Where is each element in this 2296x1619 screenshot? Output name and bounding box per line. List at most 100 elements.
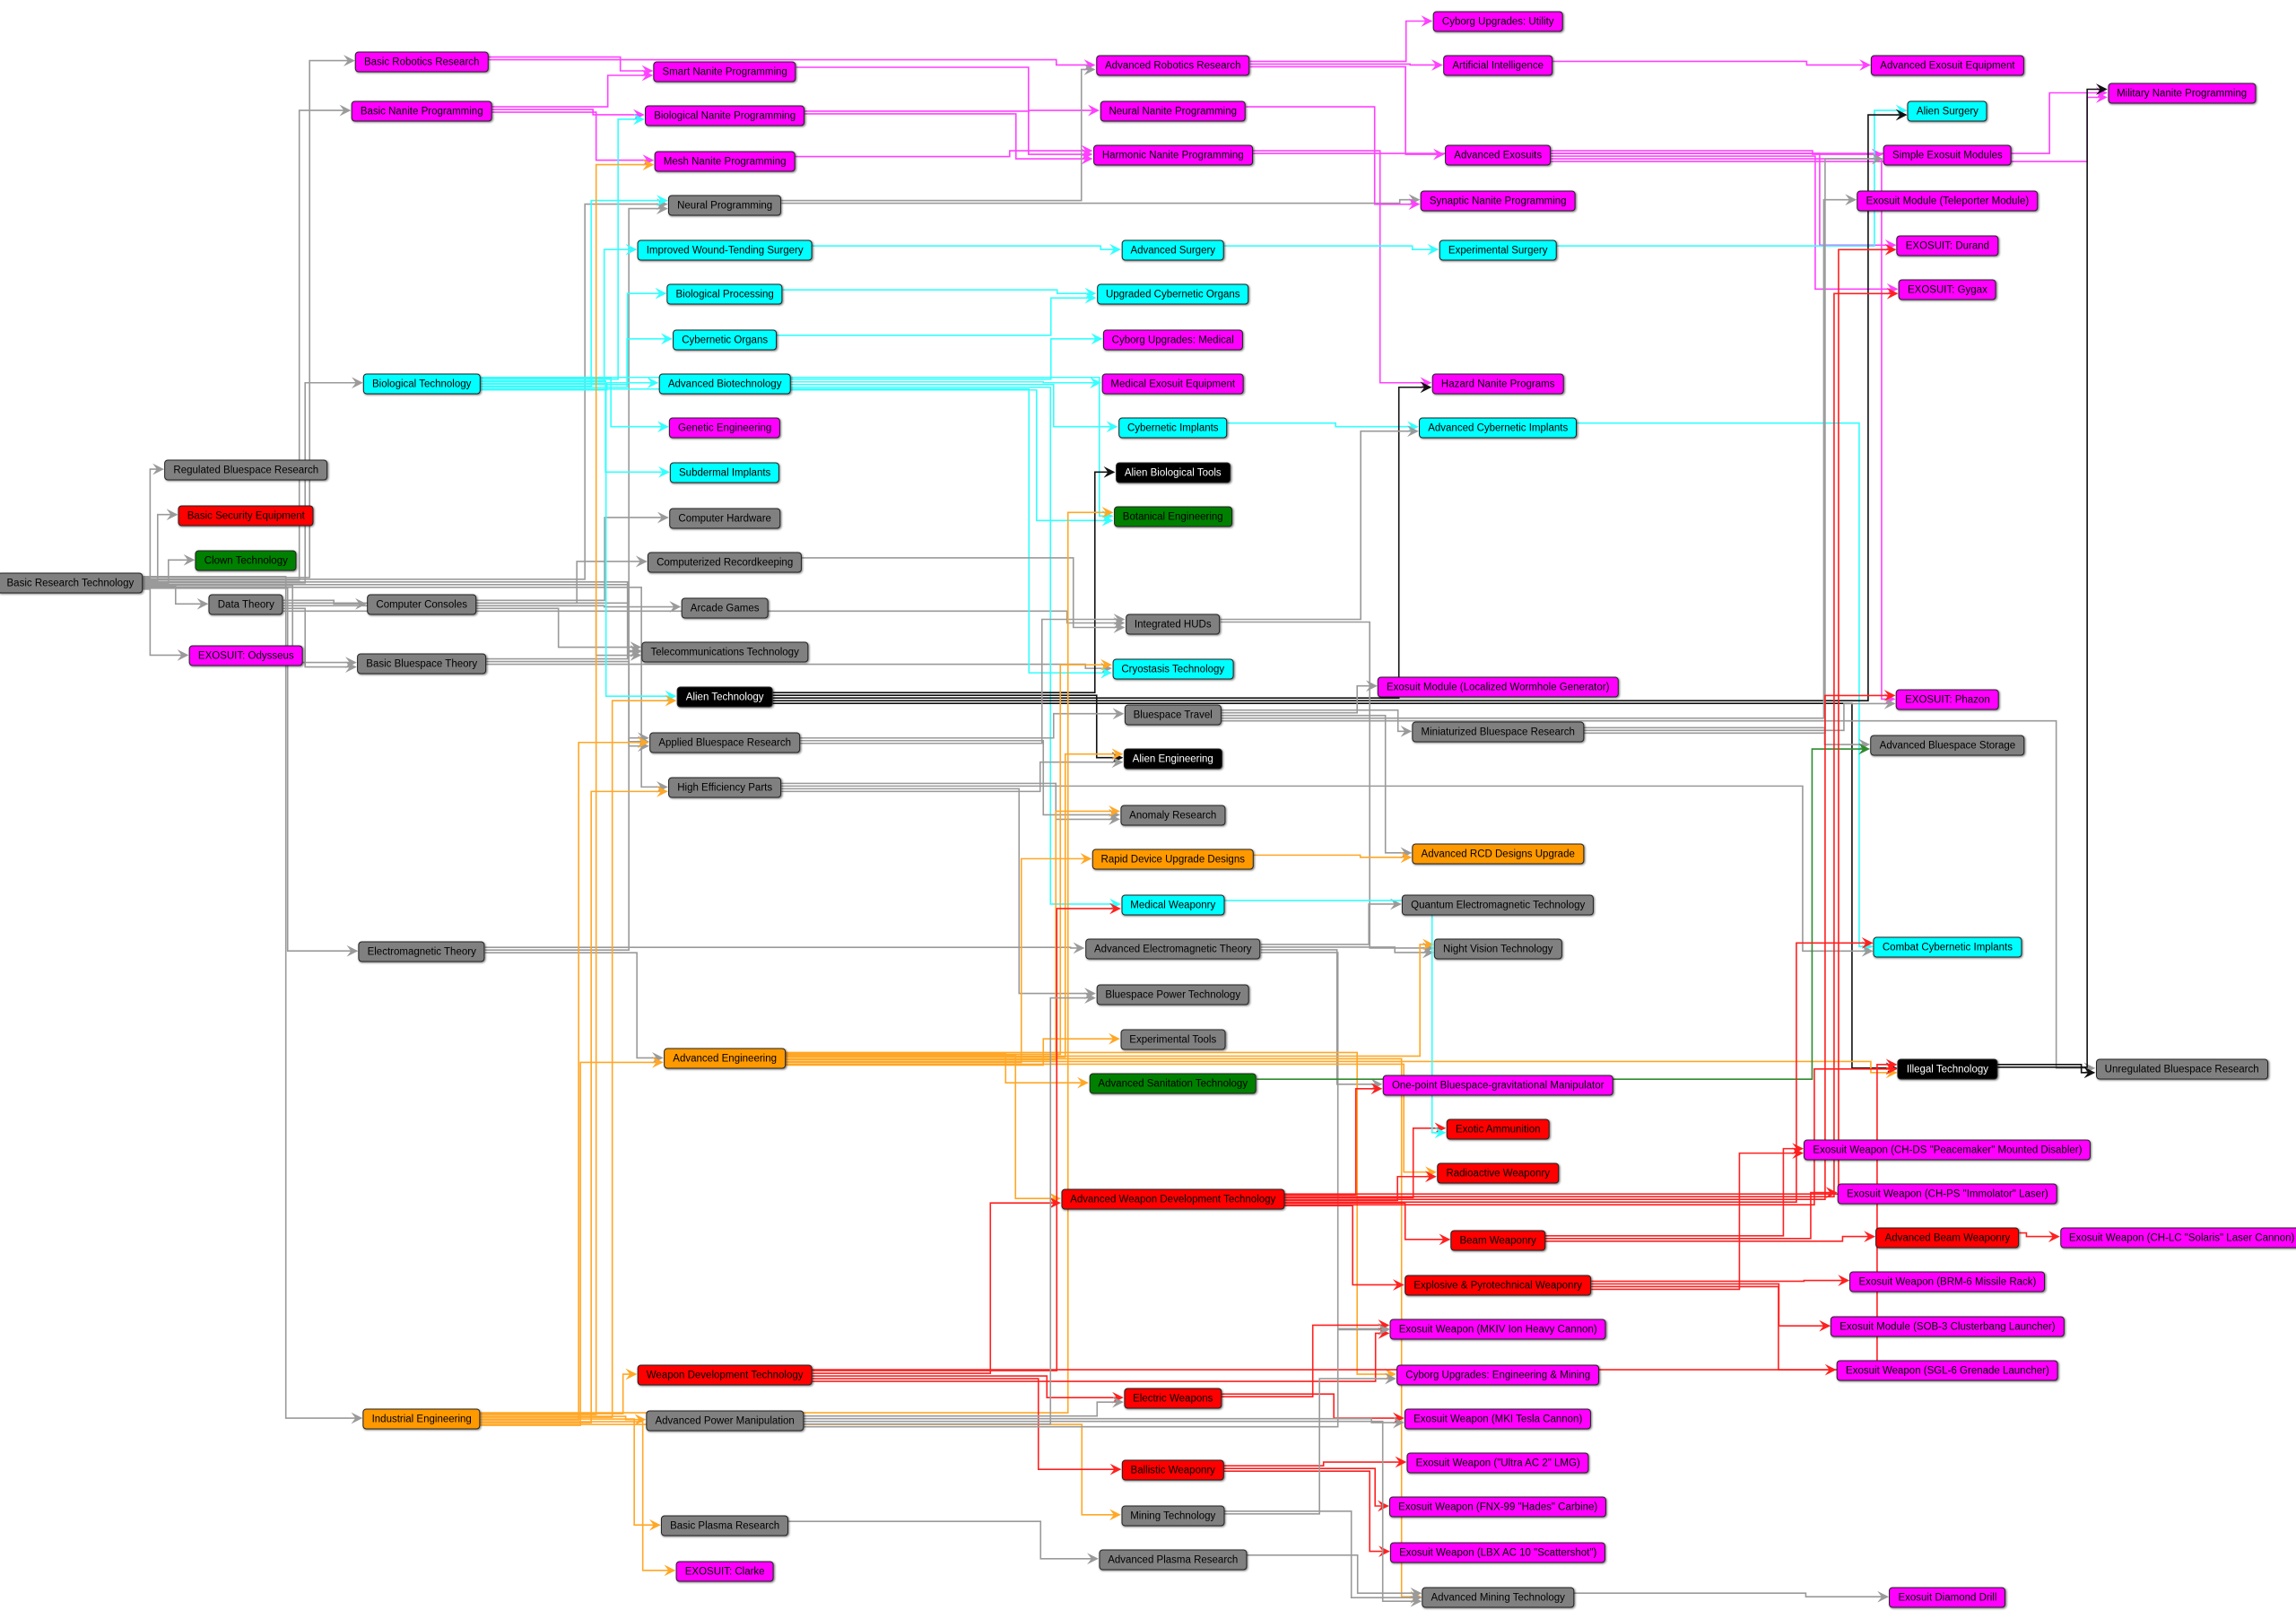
tech-node-radw[interactable]: Radioactive Weaponry — [1437, 1162, 1559, 1184]
tech-node-arr[interactable]: Advanced Robotics Research — [1096, 55, 1250, 76]
tech-node-qem[interactable]: Quantum Electromagnetic Technology — [1402, 894, 1595, 916]
tech-node-medw[interactable]: Medical Weaponry — [1121, 894, 1225, 916]
tech-node-fnx[interactable]: Exosuit Weapon (FNX-99 "Hades" Carbine) — [1389, 1496, 1607, 1518]
tech-node-data[interactable]: Data Theory — [208, 594, 283, 615]
tech-node-ac2[interactable]: Exosuit Weapon ("Ultra AC 2" LMG) — [1406, 1452, 1589, 1474]
tech-node-exam[interactable]: Exotic Ammunition — [1446, 1119, 1550, 1140]
tech-node-cc[interactable]: Computer Consoles — [367, 594, 477, 615]
tech-node-brm[interactable]: Exosuit Weapon (BRM-6 Missile Rack) — [1849, 1271, 2046, 1293]
tech-node-sem[interactable]: Simple Exosuit Modules — [1883, 144, 2012, 166]
tech-node-abio[interactable]: Advanced Biotechnology — [658, 373, 791, 395]
tech-node-ast[interactable]: Advanced Sanitation Technology — [1089, 1073, 1257, 1094]
tech-node-bnan[interactable]: Basic Nanite Programming — [351, 100, 492, 122]
tech-node-tele[interactable]: Exosuit Module (Teleporter Module) — [1857, 190, 2039, 212]
tech-node-ai[interactable]: Artificial Intelligence — [1443, 55, 1553, 76]
tech-node-sub[interactable]: Subdermal Implants — [670, 462, 780, 483]
tech-node-wormhole[interactable]: Exosuit Module (Localized Wormhole Gener… — [1377, 676, 1619, 698]
tech-node-beam[interactable]: Beam Weaponry — [1450, 1230, 1545, 1251]
tech-node-aemt[interactable]: Advanced Electromagnetic Theory — [1084, 938, 1261, 960]
tech-node-apm[interactable]: Advanced Power Manipulation — [646, 1410, 804, 1432]
tech-node-mbr[interactable]: Miniaturized Bluespace Research — [1412, 721, 1584, 743]
tech-node-wdt[interactable]: Weapon Development Technology — [637, 1364, 813, 1386]
tech-node-corg[interactable]: Cybernetic Organs — [673, 329, 778, 351]
tech-node-uco[interactable]: Upgraded Cybernetic Organs — [1096, 283, 1249, 305]
tech-node-aeng[interactable]: Alien Engineering — [1123, 748, 1222, 770]
tech-node-hnan[interactable]: Harmonic Nanite Programming — [1092, 144, 1253, 166]
tech-node-aee[interactable]: Advanced Exosuit Equipment — [1871, 55, 2024, 76]
tech-node-hep[interactable]: High Efficiency Parts — [668, 777, 782, 798]
tech-node-nvt[interactable]: Night Vision Technology — [1434, 938, 1562, 960]
tech-node-clarke[interactable]: EXOSUIT: Clarke — [675, 1561, 774, 1582]
tech-node-aci[interactable]: Advanced Cybernetic Implants — [1419, 417, 1578, 439]
tech-node-et[interactable]: Experimental Tools — [1120, 1029, 1226, 1050]
tech-node-elw[interactable]: Electric Weapons — [1124, 1388, 1222, 1409]
tech-node-emt[interactable]: Electromagnetic Theory — [358, 941, 485, 962]
tech-node-abw[interactable]: Advanced Beam Weaponry — [1875, 1227, 2020, 1249]
tech-node-expw[interactable]: Explosive & Pyrotechnical Weaponry — [1405, 1275, 1592, 1296]
tech-node-sob[interactable]: Exosuit Module (SOB-3 Clusterbang Launch… — [1831, 1316, 2065, 1337]
tech-node-cueng[interactable]: Cyborg Upgrades: Engineering & Mining — [1396, 1364, 1600, 1386]
tech-node-amt[interactable]: Advanced Mining Technology — [1422, 1587, 1574, 1608]
tech-node-illegal[interactable]: Illegal Technology — [1897, 1058, 1998, 1080]
tech-node-solaris[interactable]: Exosuit Weapon (CH-LC "Solaris" Laser Ca… — [2059, 1227, 2296, 1249]
tech-node-tel[interactable]: Telecommunications Technology — [641, 641, 808, 663]
tech-node-alsurg[interactable]: Alien Surgery — [1907, 100, 1987, 122]
tech-node-odys[interactable]: EXOSUIT: Odysseus — [188, 645, 303, 666]
tech-node-biotech[interactable]: Biological Technology — [363, 373, 481, 395]
tech-node-asurg[interactable]: Advanced Surgery — [1121, 239, 1225, 261]
tech-node-nnan[interactable]: Neural Nanite Programming — [1100, 100, 1247, 122]
tech-node-iwts[interactable]: Improved Wound-Tending Surgery — [637, 239, 813, 261]
tech-node-cimp[interactable]: Cybernetic Implants — [1118, 417, 1228, 439]
tech-node-immo[interactable]: Exosuit Weapon (CH-PS "Immolator" Laser) — [1838, 1183, 2057, 1205]
tech-node-anom[interactable]: Anomaly Research — [1120, 805, 1226, 826]
tech-node-bst[interactable]: Bluespace Travel — [1124, 704, 1222, 726]
tech-node-awdt[interactable]: Advanced Weapon Development Technology — [1061, 1188, 1285, 1210]
tech-node-bbt[interactable]: Basic Bluespace Theory — [357, 653, 487, 675]
tech-node-abr[interactable]: Applied Bluespace Research — [649, 732, 800, 753]
tech-node-clown[interactable]: Clown Technology — [195, 550, 297, 571]
tech-node-mnan[interactable]: Mesh Nanite Programming — [654, 151, 796, 172]
tech-node-bpr[interactable]: Basic Plasma Research — [661, 1515, 789, 1536]
tech-node-ae[interactable]: Advanced Engineering — [664, 1048, 787, 1069]
tech-node-drill[interactable]: Exosuit Diamond Drill — [1889, 1587, 2006, 1608]
tech-node-crec[interactable]: Computerized Recordkeeping — [648, 552, 803, 573]
tech-node-snan[interactable]: Smart Nanite Programming — [653, 61, 796, 83]
tech-node-ubr[interactable]: Unregulated Bluespace Research — [2095, 1058, 2268, 1080]
tech-node-abs[interactable]: Advanced Bluespace Storage — [1870, 735, 2025, 756]
tech-node-bpt[interactable]: Bluespace Power Technology — [1096, 984, 1250, 1005]
tech-node-arcd[interactable]: Advanced RCD Designs Upgrade — [1412, 843, 1584, 865]
tech-node-mt[interactable]: Mining Technology — [1121, 1505, 1225, 1527]
tech-node-lbx[interactable]: Exosuit Weapon (LBX AC 10 "Scattershot") — [1390, 1542, 1606, 1563]
tech-node-rbr[interactable]: Regulated Bluespace Research — [164, 459, 328, 481]
tech-node-mki[interactable]: Exosuit Weapon (MKI Tesla Cannon) — [1405, 1408, 1592, 1430]
tech-node-phazon[interactable]: EXOSUIT: Phazon — [1896, 689, 1999, 710]
tech-node-balw[interactable]: Ballistic Weaponry — [1121, 1459, 1224, 1481]
tech-node-bionan[interactable]: Biological Nanite Programming — [645, 105, 805, 126]
tech-node-gygax[interactable]: EXOSUIT: Gygax — [1899, 279, 1996, 300]
tech-node-exsurg[interactable]: Experimental Surgery — [1439, 239, 1557, 261]
tech-node-brob[interactable]: Basic Robotics Research — [354, 51, 489, 73]
tech-node-np[interactable]: Neural Programming — [668, 195, 782, 216]
tech-node-peace[interactable]: Exosuit Weapon (CH-DS "Peacemaker" Mount… — [1804, 1139, 2092, 1161]
tech-node-aex[interactable]: Advanced Exosuits — [1445, 144, 1552, 166]
tech-node-abt[interactable]: Alien Biological Tools — [1115, 462, 1231, 483]
tech-node-cumed[interactable]: Cyborg Upgrades: Medical — [1102, 329, 1243, 351]
tech-node-mnp[interactable]: Military Nanite Programming — [2108, 83, 2257, 104]
tech-node-bot[interactable]: Botanical Engineering — [1113, 506, 1232, 527]
tech-node-apr[interactable]: Advanced Plasma Research — [1099, 1549, 1248, 1571]
tech-node-cryo[interactable]: Cryostasis Technology — [1112, 658, 1234, 680]
tech-node-brt[interactable]: Basic Research Technology — [0, 572, 144, 594]
tech-node-opbgm[interactable]: One-point Bluespace-gravitational Manipu… — [1382, 1075, 1613, 1096]
tech-node-mkiv[interactable]: Exosuit Weapon (MKIV Ion Heavy Cannon) — [1389, 1319, 1606, 1340]
tech-node-rdud[interactable]: Rapid Device Upgrade Designs — [1091, 849, 1254, 870]
tech-node-synan[interactable]: Synaptic Nanite Programming — [1420, 190, 1576, 212]
tech-node-chw[interactable]: Computer Hardware — [669, 508, 780, 529]
tech-node-bse[interactable]: Basic Security Equipment — [178, 505, 314, 527]
tech-node-alien[interactable]: Alien Technology — [676, 686, 773, 708]
tech-node-cci[interactable]: Combat Cybernetic Implants — [1873, 936, 2022, 958]
tech-node-bproc[interactable]: Biological Processing — [666, 283, 783, 305]
tech-node-cuu[interactable]: Cyborg Upgrades: Utility — [1432, 11, 1563, 32]
tech-node-hud[interactable]: Integrated HUDs — [1125, 614, 1221, 634]
tech-node-durand[interactable]: EXOSUIT: Durand — [1896, 235, 1999, 257]
tech-node-arc[interactable]: Arcade Games — [681, 597, 769, 619]
